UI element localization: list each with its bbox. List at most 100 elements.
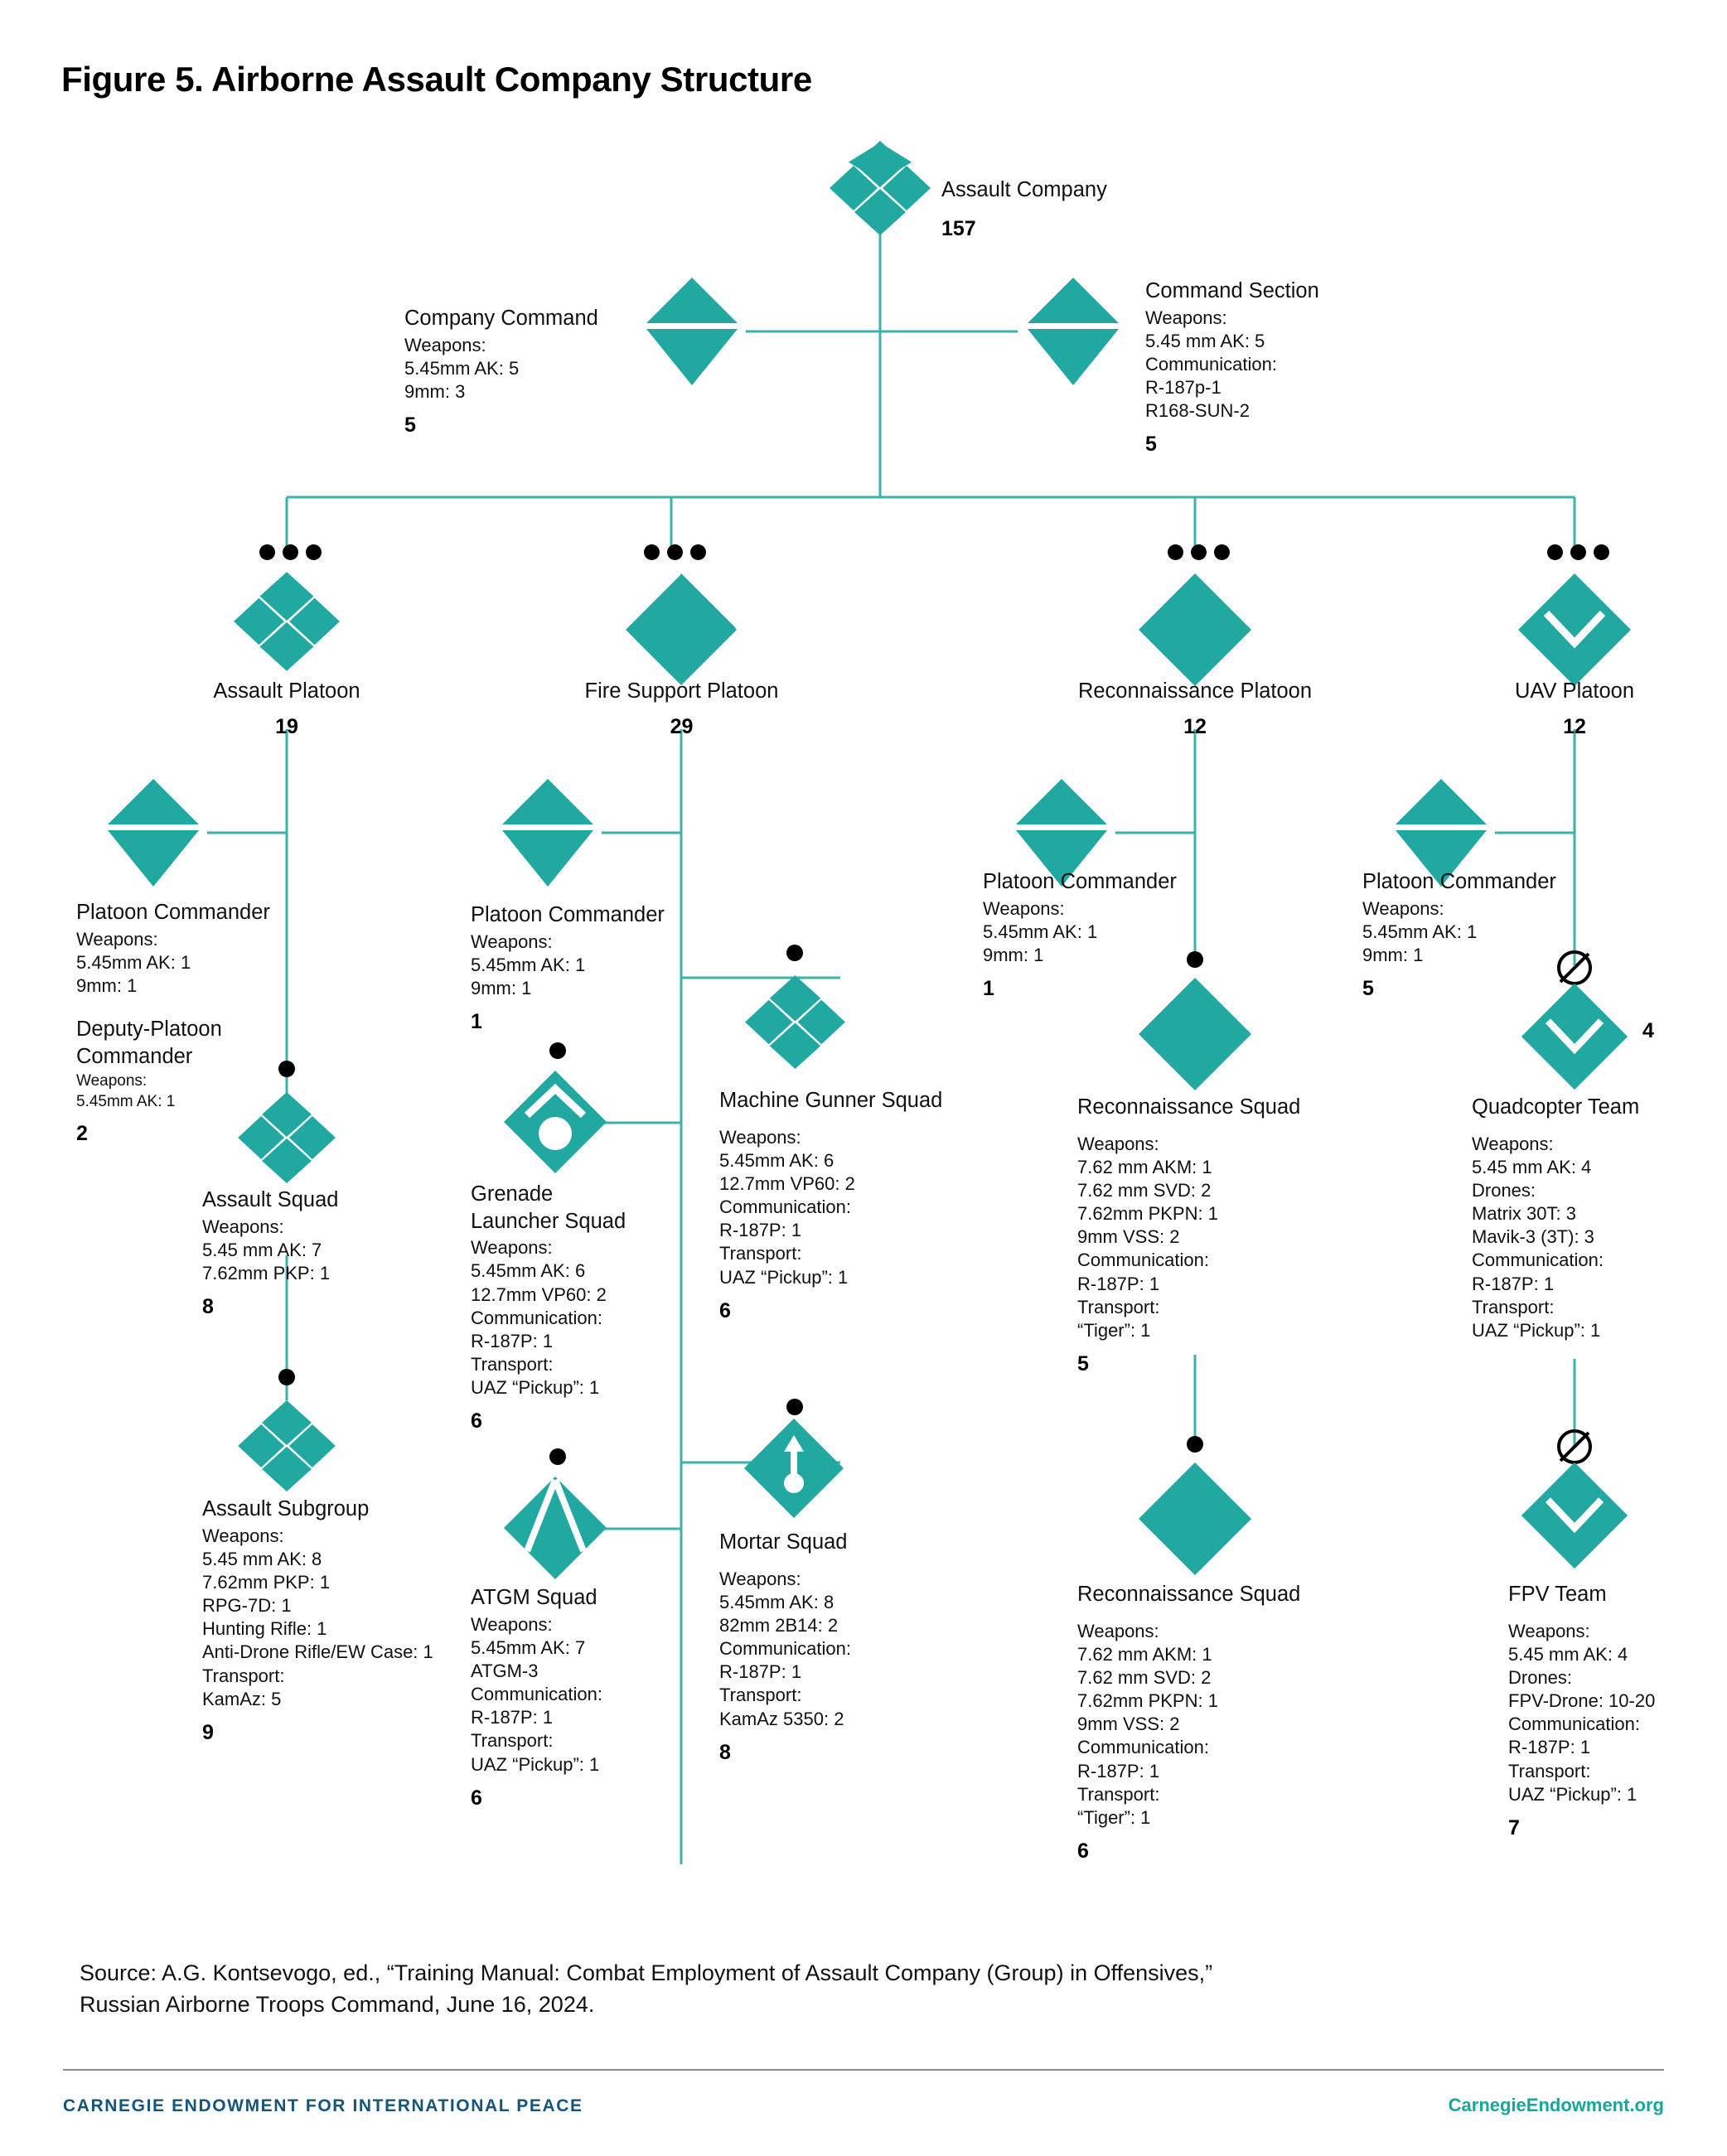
quadcopter-team-name: Quadcopter Team bbox=[1472, 1095, 1640, 1119]
reconnaissance-platoon-total: 12 bbox=[1183, 714, 1207, 738]
rank-dot-mortar-squad bbox=[786, 1399, 803, 1415]
reconnaissance-squad-2-total: 6 bbox=[1077, 1839, 1089, 1864]
plain-diamond-icon bbox=[1137, 1461, 1253, 1577]
atgm-squad-details: Weapons: 5.45mm AK: 7 ATGM-3 Communicati… bbox=[471, 1613, 602, 1775]
grenade-launcher-squad-name: Grenade Launcher Squad bbox=[471, 1182, 626, 1233]
machine-gunner-squad-label: Machine Gunner Squad Weapons: 5.45mm AK:… bbox=[719, 1087, 976, 1324]
fpv-team-total: 7 bbox=[1508, 1815, 1520, 1839]
source-note: Source: A.G. Kontsevogo, ed., “Training … bbox=[80, 1960, 1213, 2018]
mortar-squad-label: Mortar Squad Weapons: 5.45mm AK: 8 82mm … bbox=[719, 1529, 968, 1766]
assault-subgroup-total: 9 bbox=[202, 1720, 214, 1744]
chevron-diamond-icon bbox=[1520, 1461, 1629, 1570]
machine-gunner-squad-total: 6 bbox=[719, 1298, 731, 1322]
assault-squad-label: Assault Squad Weapons: 5.45 mm AK: 7 7.6… bbox=[202, 1187, 426, 1320]
assault-squad-total: 8 bbox=[202, 1295, 214, 1319]
mortar-squad-name: Mortar Squad bbox=[719, 1530, 848, 1554]
quad-diamond-icon bbox=[237, 1400, 336, 1491]
fpv-team-label: FPV Team Weapons: 5.45 mm AK: 4 Drones: … bbox=[1508, 1581, 1727, 1841]
uav-platoon-label: UAV Platoon 12 bbox=[1459, 678, 1691, 740]
platoon-commander-name: Platoon Commander bbox=[471, 903, 665, 926]
rank-dot-grenade-launcher-squad bbox=[549, 1042, 566, 1059]
rank-dot-recon-squad-2 bbox=[1187, 1436, 1203, 1453]
fire-support-platoon-commander-label: Platoon Commander Weapons: 5.45mm AK: 1 … bbox=[471, 902, 682, 1035]
company-command-name: Company Command bbox=[404, 307, 598, 330]
atgm-diamond-icon bbox=[502, 1475, 608, 1581]
section-split-diamond-icon bbox=[492, 777, 603, 888]
uav-platoon-total: 12 bbox=[1563, 714, 1586, 738]
machine-gunner-squad-name: Machine Gunner Squad bbox=[719, 1089, 943, 1112]
company-command-total: 5 bbox=[404, 413, 416, 437]
uav-platoon-name: UAV Platoon bbox=[1514, 679, 1635, 703]
platoon-commander-name: Platoon Commander bbox=[983, 870, 1177, 893]
rank-dot-assault-subgroup bbox=[278, 1369, 295, 1385]
assault-company-total: 157 bbox=[941, 217, 976, 240]
rank-dots-reconnaissance-platoon bbox=[1168, 544, 1230, 560]
section-split-diamond-icon bbox=[636, 276, 747, 387]
command-section-name: Command Section bbox=[1145, 279, 1319, 302]
diagonal-stripe-diamond-icon bbox=[623, 572, 739, 688]
quadcopter-team-label: Quadcopter Team Weapons: 5.45 mm AK: 4 D… bbox=[1472, 1094, 1720, 1342]
command-section-details: Weapons: 5.45 mm AK: 5 Communication: R-… bbox=[1145, 307, 1277, 422]
platoon-commander-name: Platoon Commander bbox=[76, 901, 270, 924]
platoon-commander-details: Weapons: 5.45mm AK: 1 9mm: 1 bbox=[983, 897, 1098, 965]
rank-dot-machine-gunner-squad bbox=[786, 945, 803, 961]
reconnaissance-squad-2-label: Reconnaissance Squad Weapons: 7.62 mm AK… bbox=[1077, 1581, 1334, 1864]
uav-platoon-commander-total: 5 bbox=[1362, 977, 1374, 1001]
assault-squad-details: Weapons: 5.45 mm AK: 7 7.62mm PKP: 1 bbox=[202, 1216, 331, 1283]
quad-diamond-icon bbox=[233, 572, 341, 671]
atgm-squad-name: ATGM Squad bbox=[471, 1586, 597, 1609]
fire-support-platoon-label: Fire Support Platoon 29 bbox=[539, 678, 825, 740]
assault-platoon-name: Assault Platoon bbox=[213, 679, 360, 703]
assault-platoon-commander-label: Platoon Commander Weapons: 5.45mm AK: 1 … bbox=[76, 899, 283, 1147]
section-split-diamond-icon bbox=[1006, 777, 1117, 888]
rank-dot-assault-squad bbox=[278, 1061, 295, 1077]
rank-dots-uav-platoon bbox=[1547, 544, 1609, 560]
platoon-commander-details: Weapons: 5.45mm AK: 1 9mm: 1 bbox=[1362, 897, 1478, 965]
carnegie-website-link[interactable]: CarnegieEndowment.org bbox=[1448, 2095, 1664, 2115]
assault-squad-name: Assault Squad bbox=[202, 1188, 339, 1211]
assault-platoon-label: Assault Platoon 19 bbox=[154, 678, 419, 740]
assault-platoon-total: 19 bbox=[275, 714, 298, 738]
platoon-commander-name: Platoon Commander bbox=[1362, 870, 1556, 893]
assault-subgroup-label: Assault Subgroup Weapons: 5.45 mm AK: 8 … bbox=[202, 1496, 476, 1746]
rank-dot-recon-squad-1 bbox=[1187, 951, 1203, 968]
fpv-team-details: Weapons: 5.45 mm AK: 4 Drones: FPV-Drone… bbox=[1508, 1620, 1656, 1805]
fire-support-platoon-name: Fire Support Platoon bbox=[584, 679, 779, 703]
reconnaissance-squad-name: Reconnaissance Squad bbox=[1077, 1095, 1301, 1119]
footer-divider bbox=[63, 2069, 1664, 2071]
rank-dot-atgm-squad bbox=[549, 1448, 566, 1465]
rank-dots-assault-platoon bbox=[259, 544, 322, 560]
grenade-launcher-diamond-icon bbox=[502, 1069, 608, 1175]
reconnaissance-squad-name: Reconnaissance Squad bbox=[1077, 1583, 1301, 1606]
mortar-squad-total: 8 bbox=[719, 1740, 731, 1764]
platoon-commander-details: Weapons: 5.45mm AK: 1 9mm: 1 bbox=[76, 928, 191, 996]
command-section-total: 5 bbox=[1145, 433, 1157, 457]
chevron-diamond-icon bbox=[1520, 982, 1629, 1091]
chevron-diamond-icon bbox=[1517, 572, 1633, 688]
machine-gunner-squad-details: Weapons: 5.45mm AK: 6 12.7mm VP60: 2 Com… bbox=[719, 1126, 855, 1288]
quadcopter-team-details: Weapons: 5.45 mm AK: 4 Drones: Matrix 30… bbox=[1472, 1133, 1604, 1341]
assault-company-label: Assault Company bbox=[941, 178, 1107, 201]
uav-platoon-commander-label: Platoon Commander Weapons: 5.45mm AK: 1 … bbox=[1362, 868, 1594, 1002]
grenade-launcher-squad-details: Weapons: 5.45mm AK: 6 12.7mm VP60: 2 Com… bbox=[471, 1237, 607, 1399]
plain-diamond-icon bbox=[1137, 572, 1253, 688]
company-command-details: Weapons: 5.45mm AK: 5 9mm: 3 bbox=[404, 334, 520, 402]
company-quad-diamond-icon bbox=[829, 141, 931, 235]
grenade-launcher-squad-total: 6 bbox=[471, 1409, 482, 1433]
reconnaissance-platoon-label: Reconnaissance Platoon 12 bbox=[1054, 678, 1336, 740]
deputy-platoon-commander-details: Weapons: 5.45mm AK: 1 bbox=[76, 1072, 176, 1110]
fire-support-platoon-total: 29 bbox=[670, 714, 694, 738]
assault-subgroup-name: Assault Subgroup bbox=[202, 1497, 370, 1520]
command-section-label: Command Section Weapons: 5.45 mm AK: 5 C… bbox=[1145, 278, 1427, 457]
quad-diamond-icon bbox=[744, 975, 846, 1069]
mortar-squad-details: Weapons: 5.45mm AK: 8 82mm 2B14: 2 Commu… bbox=[719, 1568, 851, 1729]
section-split-diamond-icon bbox=[98, 777, 209, 888]
reconnaissance-squad-details: Weapons: 7.62 mm AKM: 1 7.62 mm SVD: 2 7… bbox=[1077, 1620, 1218, 1828]
platoon-commander-details: Weapons: 5.45mm AK: 1 9mm: 1 bbox=[471, 931, 586, 998]
reconnaissance-squad-1-label: Reconnaissance Squad Weapons: 7.62 mm AK… bbox=[1077, 1094, 1334, 1377]
quad-diamond-icon bbox=[237, 1092, 336, 1183]
assault-platoon-commander-total: 2 bbox=[76, 1121, 88, 1145]
section-split-diamond-icon bbox=[1018, 276, 1129, 387]
reconnaissance-squad-1-total: 5 bbox=[1077, 1352, 1089, 1376]
